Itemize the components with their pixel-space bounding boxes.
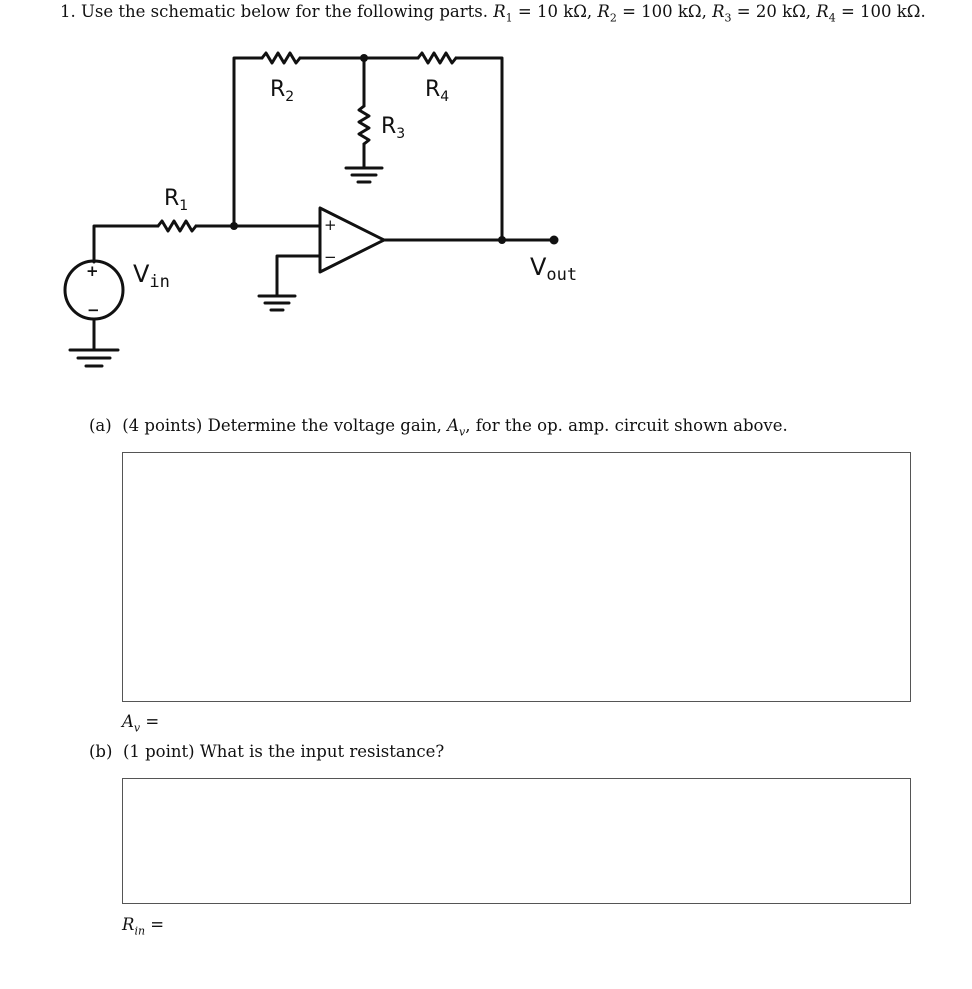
- resistor-value-r3: R3 = 20 kΩ,: [712, 2, 812, 25]
- part-a-answer-box[interactable]: [122, 452, 911, 702]
- node-output: [498, 236, 506, 244]
- problem-intro: Use the schematic below for the followin…: [81, 2, 488, 21]
- part-a-text: Determine the voltage gain, Av, for the …: [207, 416, 788, 439]
- label-vout: Vout: [530, 253, 577, 285]
- source-plus-sign: +: [86, 262, 99, 280]
- resistor-r1: [156, 219, 198, 233]
- ground-source: [68, 348, 120, 368]
- node-inverting: [230, 222, 238, 230]
- part-b-points: (1 point): [122, 742, 195, 761]
- resistor-r3: [357, 104, 371, 146]
- part-b-answer-box[interactable]: [122, 778, 911, 904]
- wire-feedback-right: [454, 56, 504, 242]
- part-a-label: (a): [89, 416, 112, 435]
- terminal-vout: [549, 235, 559, 245]
- wire-noninverting-to-ground: [275, 254, 322, 298]
- part-b-answer-label: Rin =: [122, 915, 165, 938]
- part-b-label: (b): [89, 742, 113, 761]
- label-vin: Vin: [133, 260, 170, 292]
- part-b-question: (b) (1 point) What is the input resistan…: [89, 742, 444, 761]
- opamp-plus-sign: +: [324, 216, 337, 234]
- source-minus-sign: −: [87, 301, 100, 319]
- problem-number: 1.: [60, 2, 76, 21]
- node-t: [360, 54, 368, 62]
- label-r2: R2: [270, 77, 294, 105]
- part-a-answer-label: Av =: [122, 712, 160, 735]
- opamp-minus-sign: −: [324, 248, 337, 266]
- part-b-text: What is the input resistance?: [199, 742, 445, 761]
- resistor-value-r4: R4 = 100 kΩ.: [816, 2, 926, 25]
- part-a-points: (4 points): [122, 416, 203, 435]
- resistor-value-r1: R1 = 10 kΩ,: [493, 2, 593, 25]
- resistor-value-r2: R2 = 100 kΩ,: [597, 2, 707, 25]
- resistor-r2: [260, 51, 302, 65]
- label-r4: R4: [425, 77, 449, 105]
- label-r3: R3: [381, 114, 405, 142]
- problem-statement: 1. Use the schematic below for the follo…: [60, 2, 926, 24]
- ground-r3: [344, 166, 384, 184]
- opamp-triangle: [318, 206, 386, 274]
- label-r1: R1: [164, 186, 188, 214]
- circuit-schematic: + − + − R1 R2 R3 R4 Vin Vout: [63, 51, 577, 368]
- wire-feedback-left: [232, 56, 264, 228]
- ground-opamp: [257, 294, 297, 312]
- wire-vin-to-r1: [92, 224, 160, 264]
- resistor-r4: [416, 51, 458, 65]
- part-a-question: (a) (4 points) Determine the voltage gai…: [89, 416, 788, 438]
